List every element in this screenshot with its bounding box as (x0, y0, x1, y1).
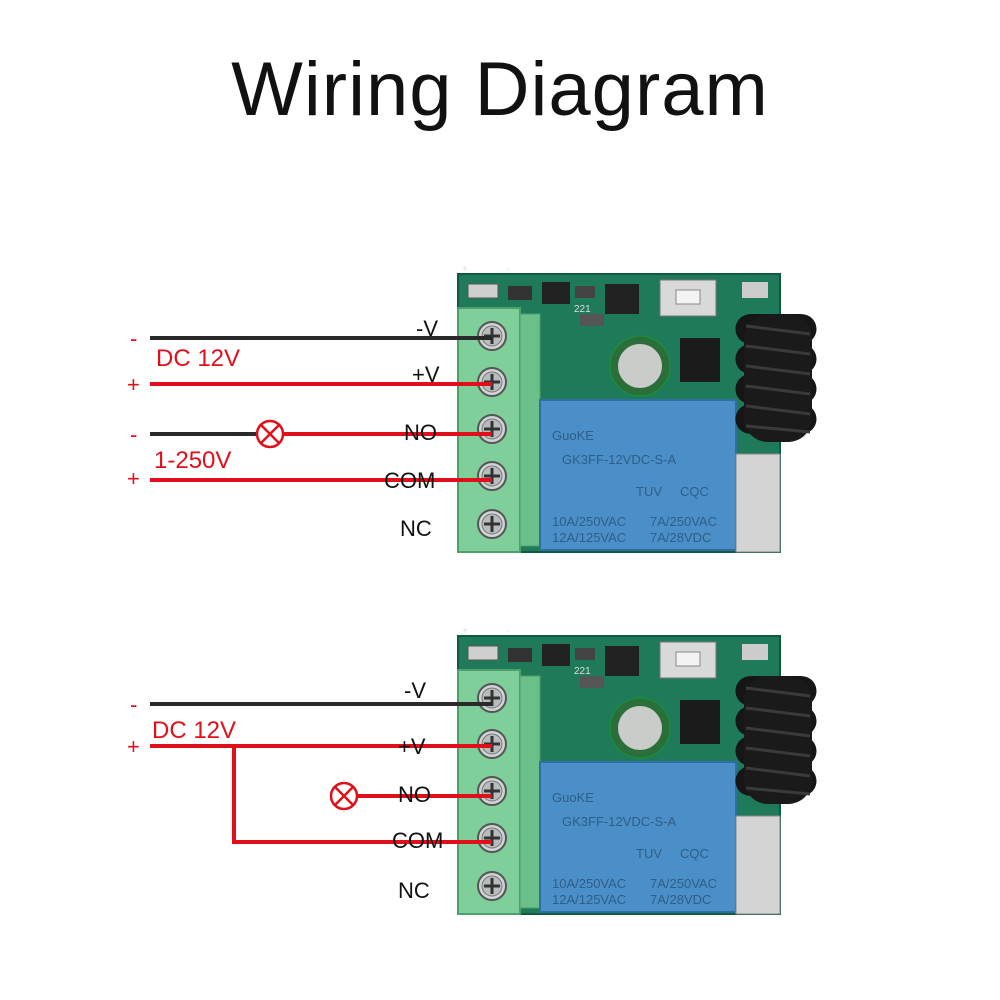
terminal-label-no: NO (404, 420, 437, 445)
relay-cqc: CQC (680, 846, 709, 861)
sign-minus: - (130, 692, 137, 717)
resistor-code: 221 (574, 304, 591, 315)
load-voltage-label: 1-250V (154, 447, 231, 474)
relay-rating: 12A/125VAC (552, 892, 626, 907)
relay-rating: 7A/250VAC (650, 514, 717, 529)
terminal-label-neg: -V (416, 316, 438, 341)
relay-rating: 7A/28VDC (650, 892, 711, 907)
lamp-icon (255, 419, 285, 449)
sign-minus: - (130, 422, 137, 447)
terminal-label-pos: +V (412, 362, 440, 387)
terminal-label-nc: NC (398, 878, 430, 903)
relay-rating: 12A/125VAC (552, 530, 626, 545)
relay-model: GK3FF-12VDC-S-A (562, 452, 676, 467)
relay-cert: TUV (636, 846, 662, 861)
power-label: DC 12V (152, 717, 236, 744)
relay-rating: 10A/250VAC (552, 876, 626, 891)
page-title: Wiring Diagram (231, 47, 769, 132)
silk-minus: - (506, 626, 509, 637)
sign-plus: + (127, 734, 140, 759)
lamp-icon (329, 781, 359, 811)
resistor-code: 221 (574, 666, 591, 677)
relay-brand: GuoKE (552, 428, 594, 443)
terminal-label-com: COM (384, 468, 435, 493)
terminal-label-no: NO (398, 782, 431, 807)
relay-rating: 10A/250VAC (552, 514, 626, 529)
power-label: DC 12V (156, 345, 240, 372)
relay-cqc: CQC (680, 484, 709, 499)
sign-plus: + (127, 372, 140, 397)
relay-brand: GuoKE (552, 790, 594, 805)
relay-rating: 7A/28VDC (650, 530, 711, 545)
wiring-diagram-1: + - 221 GuoKE GK3FF-12VDC-S-A TUV CQC 10… (127, 264, 817, 552)
terminal-label-com: COM (392, 828, 443, 853)
relay-rating: 7A/250VAC (650, 876, 717, 891)
silk-plus: + (462, 264, 468, 275)
silk-minus: - (506, 264, 509, 275)
wiring-diagram-2: + - 221 GuoKE GK3FF-12VDC-S-A TUV CQC 10… (127, 626, 817, 914)
sign-plus: + (127, 466, 140, 491)
silk-plus: + (462, 626, 468, 637)
wire-com-jumper (232, 746, 492, 844)
relay-cert: TUV (636, 484, 662, 499)
terminal-label-nc: NC (400, 516, 432, 541)
relay-model: GK3FF-12VDC-S-A (562, 814, 676, 829)
terminal-label-neg: -V (404, 678, 426, 703)
sign-minus: - (130, 326, 137, 351)
terminal-label-pos: +V (398, 734, 426, 759)
